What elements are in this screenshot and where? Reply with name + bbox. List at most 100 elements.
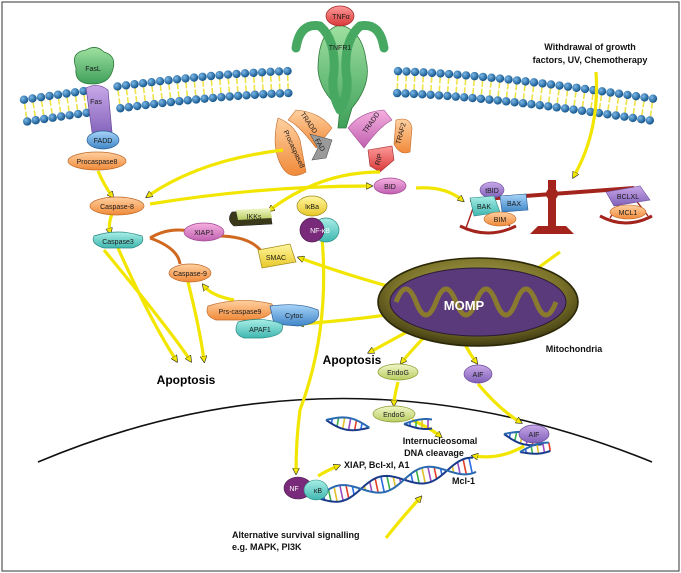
base-pair xyxy=(341,417,346,429)
lipid-head-inner xyxy=(267,89,276,99)
nfkb-targets-label: XIAP, Bcl-xl, A1 xyxy=(344,460,410,470)
lipid-tail xyxy=(194,89,197,96)
lipid-tail xyxy=(168,84,171,91)
smac-label: SMAC xyxy=(266,255,286,262)
base-pair xyxy=(514,431,518,442)
dna-strand xyxy=(317,465,477,499)
lipid-head-inner xyxy=(259,90,268,99)
tradd-right xyxy=(347,109,393,149)
prs-caspase9-label: Prs-caspase9 xyxy=(219,309,262,316)
caspase8 xyxy=(89,196,145,216)
lipid-head-inner xyxy=(535,101,545,110)
xiap-inhibits-casp9 xyxy=(149,236,182,265)
lipid-tail xyxy=(159,85,162,92)
base-pair xyxy=(347,418,352,431)
dna-helix-main xyxy=(317,456,477,503)
fas-label: Fas xyxy=(90,99,102,106)
cytoc-label: Cytoc xyxy=(285,313,303,320)
lipid-head-outer xyxy=(623,90,632,100)
lipid-head-inner xyxy=(158,98,167,108)
lipid-tail xyxy=(616,97,620,104)
arrow-aif-to-nucleus xyxy=(476,382,520,422)
tnfa-label: TNFα xyxy=(332,14,350,21)
arrow-casp3-to-apoptosis xyxy=(116,247,176,360)
lipid-head-outer xyxy=(28,94,37,103)
caspase3-label: Caspase3 xyxy=(102,239,134,246)
lipid-tail xyxy=(608,96,611,103)
lipid-tail xyxy=(591,93,594,101)
lipid-head-outer xyxy=(240,69,250,78)
survival-line1: Alternative survival signalling xyxy=(232,530,360,540)
lipid-head-inner xyxy=(603,110,612,119)
lipid-head-inner xyxy=(133,101,142,111)
lipid-head-outer xyxy=(172,75,182,84)
lipid-tail xyxy=(50,107,53,114)
tnf-receptor-complex: TNFα TNFR1 TRADD TRADD Procaspase8 FAD R… xyxy=(274,5,413,176)
scale-pivot xyxy=(546,188,558,200)
lipid-head-outer xyxy=(249,68,258,77)
lipid-tail xyxy=(540,87,543,94)
lipid-head-inner xyxy=(48,113,57,122)
lipid-tail xyxy=(531,94,534,101)
lipid-tail xyxy=(632,107,636,115)
fasl-label: FasL xyxy=(85,66,101,73)
lipid-tail xyxy=(498,82,501,89)
arrow-procasp8r-to-casp8 xyxy=(148,148,284,196)
lipid-head-inner xyxy=(493,96,502,105)
lipid-head-outer xyxy=(155,76,165,86)
lipid-head-inner xyxy=(637,114,646,124)
lipid-tail xyxy=(67,105,70,112)
lipid-head-inner xyxy=(451,92,460,101)
lipid-tail xyxy=(564,98,568,105)
lipid-tail xyxy=(135,96,138,103)
dna-strand xyxy=(325,416,370,429)
lipid-head-inner xyxy=(443,91,452,101)
lipid-tail xyxy=(599,95,603,102)
tnfr1-loop-left xyxy=(291,20,345,115)
procaspase8-left-label: Procaspase8 xyxy=(77,159,118,166)
lipid-tail xyxy=(57,98,61,105)
lipid-head-outer xyxy=(419,68,428,77)
lipid-tail xyxy=(23,103,27,110)
cleavage-line2: DNA cleavage xyxy=(404,448,464,458)
lipid-tail xyxy=(582,92,586,99)
lipid-tail xyxy=(211,87,214,94)
lipid-head-outer xyxy=(283,66,292,76)
smac xyxy=(257,243,297,269)
arrow-casp3-to-apoptosis-2 xyxy=(102,248,190,360)
lipid-head-inner xyxy=(31,116,40,125)
arrow-apoptosome-to-casp9 xyxy=(204,286,235,302)
lipid-tail xyxy=(83,94,86,102)
caspase9-label: Caspase-9 xyxy=(173,271,207,278)
lipid-head-inner xyxy=(434,91,444,100)
lipid-head-outer xyxy=(478,72,488,82)
cytochrome-c xyxy=(269,304,319,327)
nf-label: NF xyxy=(289,486,298,493)
lipid-tail xyxy=(515,84,518,91)
bcl2-balance-scale: tBID BAK BAX BIM BCLXL MCL1 xyxy=(459,180,653,235)
lipid-tail xyxy=(633,100,637,107)
lipid-head-outer xyxy=(181,74,190,83)
arrow-nfkb-to-nucleus xyxy=(296,237,326,472)
lipid-head-inner xyxy=(191,95,201,104)
lipid-head-inner xyxy=(65,111,74,120)
lipid-tail xyxy=(75,104,79,111)
mcl1-label: MCL1 xyxy=(619,210,638,217)
lipid-head-inner xyxy=(217,92,226,102)
lipid-head-inner xyxy=(175,96,184,106)
ikks-label: IKKs xyxy=(247,214,262,221)
arrow-casp8-to-casp3 xyxy=(109,213,114,232)
base-pair xyxy=(456,461,461,475)
fadd-left xyxy=(86,130,120,150)
base-pair xyxy=(421,467,427,484)
lipid-head-outer xyxy=(521,77,530,86)
lipid-head-inner xyxy=(23,117,32,126)
lipid-head-inner xyxy=(586,107,595,117)
dna-strand xyxy=(519,449,551,455)
scale-pillar xyxy=(548,180,556,232)
stimuli-line2: factors, UV, Chemotherapy xyxy=(533,55,648,65)
lipid-head-inner xyxy=(645,116,654,125)
lipid-head-inner xyxy=(560,104,570,113)
mcl1 xyxy=(609,204,647,220)
